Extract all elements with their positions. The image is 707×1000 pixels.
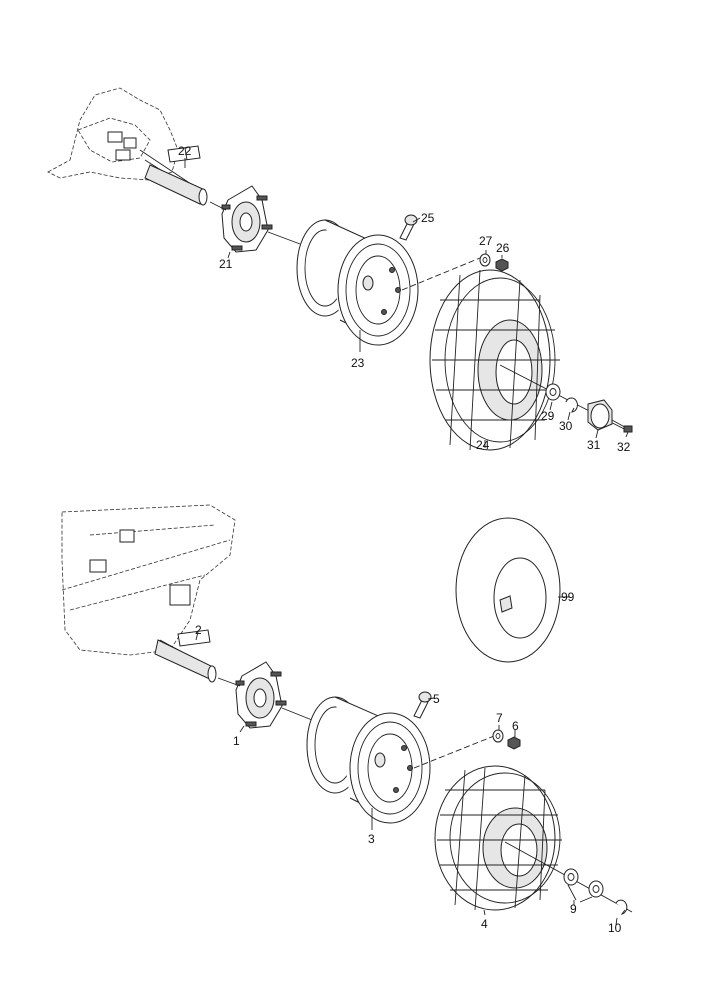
label-23: 23: [351, 356, 365, 370]
label-30: 30: [559, 419, 573, 433]
part-labels: 22 21 25 27 26 23 29 30 31 32 24 2 1 5 7…: [178, 144, 631, 935]
part-30-clip: [565, 397, 578, 413]
part-7-washer: [492, 729, 504, 743]
part-31-hub-cap: [587, 399, 613, 431]
label-27: 27: [479, 234, 493, 248]
part-32-bolt: [611, 419, 633, 433]
label-7: 7: [496, 711, 503, 725]
part-29-washer: [545, 383, 561, 401]
lower-wheel-assembly: [61, 504, 633, 915]
part-4-tire: [434, 765, 562, 911]
label-32: 32: [617, 440, 631, 454]
part-24-tire: [429, 269, 560, 451]
label-31: 31: [587, 438, 601, 452]
label-9: 9: [570, 902, 577, 916]
part-99-inner-tube: [455, 517, 561, 663]
label-10: 10: [608, 921, 622, 935]
label-3: 3: [368, 832, 375, 846]
part-1-hub: [217, 661, 287, 729]
label-6: 6: [512, 719, 519, 733]
part-3-rim: [306, 696, 431, 824]
lower-frame-sketch: [61, 504, 236, 679]
part-23-rim: [296, 219, 419, 346]
part-27-washer: [479, 253, 491, 267]
part-2-axle-sleeve: [154, 629, 217, 683]
upper-wheel-assembly: [47, 87, 633, 451]
label-21: 21: [219, 257, 233, 271]
part-9-washers: [563, 868, 604, 903]
part-10-clip: [615, 899, 628, 915]
part-25-valve: [399, 214, 418, 241]
label-99: 99: [561, 590, 575, 604]
label-2: 2: [195, 623, 202, 637]
part-26-nut: [495, 258, 509, 272]
label-1: 1: [233, 734, 240, 748]
label-25: 25: [421, 211, 435, 225]
part-21-hub: [209, 185, 273, 253]
leader-lines: [184, 158, 629, 926]
part-6-nut: [507, 736, 521, 750]
part-5-valve: [413, 691, 432, 719]
label-5: 5: [433, 692, 440, 706]
label-26: 26: [496, 241, 510, 255]
label-4: 4: [481, 917, 488, 931]
part-22-axle-sleeve: [144, 145, 208, 206]
label-29: 29: [541, 409, 555, 423]
label-22: 22: [178, 144, 192, 158]
label-24: 24: [476, 438, 490, 452]
